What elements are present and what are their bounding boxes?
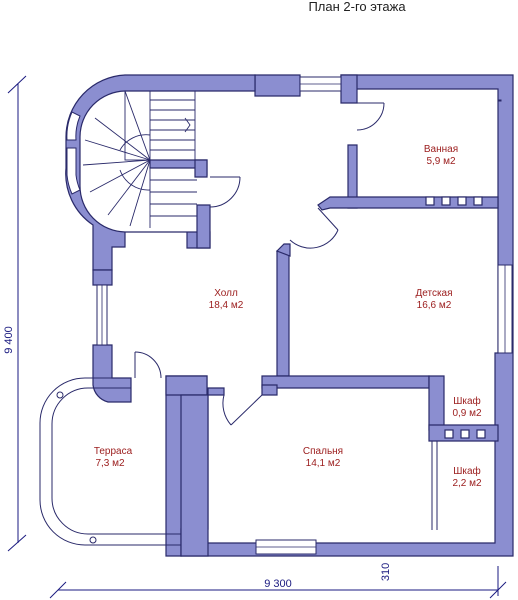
wall-top-mid [254, 74, 301, 97]
room-name-nursery: Детская [415, 288, 452, 299]
vent-square [476, 429, 486, 439]
vent-square [425, 196, 435, 206]
door-stair [209, 176, 241, 208]
wall-stair-right [194, 159, 208, 178]
room-area-hall: 18,4 м2 [209, 300, 244, 311]
wall-closet-top [428, 375, 445, 431]
wall-stair-tower [65, 74, 256, 271]
doors [134, 102, 445, 530]
vent-square [441, 196, 451, 206]
wall-top-right [180, 74, 514, 557]
vent-square [473, 196, 483, 206]
plan-title: План 2-го этажа [308, 0, 406, 14]
door-terrace [134, 351, 162, 379]
dimensions: 9 400 9 300 310 [3, 75, 507, 599]
wall-left-lower [92, 344, 132, 403]
room-area-terrace: 7,3 м2 [95, 458, 125, 469]
room-name-bedroom: Спальня [303, 446, 343, 457]
wall-bedroom-stub [165, 375, 208, 396]
room-area-closet-small: 0,9 м2 [452, 408, 482, 419]
wall-bedroom-left [180, 394, 209, 557]
room-area-nursery: 16,6 м2 [417, 300, 452, 311]
stair-arrow [184, 117, 191, 133]
staircase [82, 90, 197, 228]
rail-post [89, 536, 97, 544]
wall-bedroom-top [261, 384, 278, 396]
walls [65, 74, 514, 557]
room-area-bathroom: 5,9 м2 [426, 156, 456, 167]
vent-squares [425, 196, 486, 439]
room-name-terrace: Терраса [94, 446, 133, 457]
room-name-bathroom: Ванная [424, 144, 458, 155]
wall-bath-bottom [317, 196, 499, 211]
dim-width-label: 9 300 [264, 578, 292, 590]
vent-square [444, 429, 454, 439]
door-bathroom [356, 102, 385, 131]
terrace-rail-outer [39, 377, 181, 546]
dim-height-label: 9 400 [3, 326, 15, 354]
dim-offset-label: 310 [380, 563, 392, 581]
wall-hall-nursery-top [275, 243, 291, 257]
window [66, 147, 81, 195]
wall-nursery-bottom [261, 375, 430, 389]
rail-post [56, 391, 64, 399]
vent-square [460, 429, 470, 439]
windows [66, 76, 513, 555]
terrace-rail-inner [51, 387, 181, 535]
wall-left [92, 269, 113, 286]
door-bedroom [222, 394, 232, 426]
room-name-hall: Холл [214, 288, 238, 299]
wall-bath-left [340, 74, 358, 104]
room-name-closet-large: Шкаф [453, 465, 481, 477]
room-name-closet-small: Шкаф [453, 395, 481, 407]
vent-square [457, 196, 467, 206]
wall-hall-nursery [276, 250, 290, 377]
door-nursery [289, 229, 339, 249]
terrace-railing [39, 377, 181, 546]
room-labels: Ванная 5,9 м2 Холл 18,4 м2 Детская 16,6 … [94, 144, 482, 489]
room-area-closet-large: 2,2 м2 [452, 478, 482, 489]
wall-stair-low [196, 204, 211, 249]
window [66, 111, 81, 141]
room-area-bedroom: 14,1 м2 [306, 458, 341, 469]
